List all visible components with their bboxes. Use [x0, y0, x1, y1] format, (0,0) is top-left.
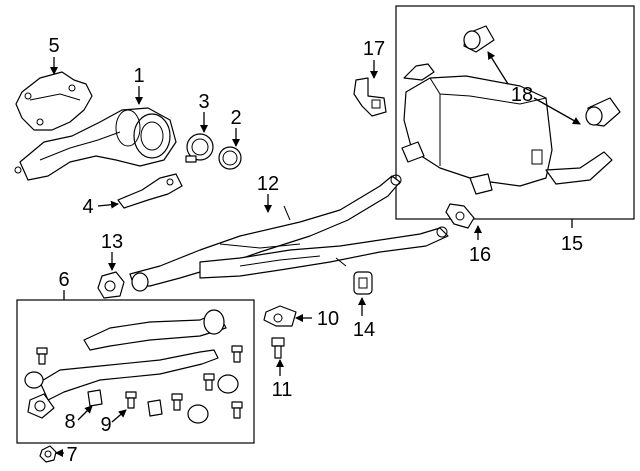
- callout-2: 2: [230, 107, 241, 129]
- callout-4: 4: [82, 196, 93, 218]
- callout-5: 5: [48, 35, 59, 57]
- bracket-part-17: [353, 77, 387, 117]
- kit-bolt: [231, 401, 243, 419]
- muffler-assembly-box: [395, 5, 635, 220]
- callout-16: 16: [469, 244, 491, 266]
- gasket-part-2: [218, 146, 242, 170]
- flange-gasket-part-13: [97, 271, 125, 299]
- callout-8: 8: [64, 411, 75, 433]
- leader-lines: [50, 51, 581, 457]
- callout-13: 13: [101, 231, 123, 253]
- callout-11: 11: [272, 379, 293, 401]
- kit-ring-clamp: [24, 371, 44, 389]
- callout-9: 9: [100, 414, 111, 436]
- exhaust-tip-part-top: [463, 25, 495, 53]
- heat-shield-part: [15, 71, 93, 131]
- callout-17: 17: [363, 38, 385, 60]
- kit-ring-clamp: [187, 404, 209, 424]
- bracket-part: [117, 173, 183, 209]
- y-pipe-part: [129, 174, 449, 292]
- clamp-part: [185, 133, 214, 163]
- callout-6: 6: [58, 269, 69, 291]
- callout-10: 10: [317, 308, 339, 330]
- kit-bolt: [125, 391, 137, 409]
- kit-bolt: [171, 393, 183, 411]
- muffler-part: [401, 63, 613, 195]
- front-pipe-kit-parts: [24, 309, 243, 424]
- gasket-part-16: [445, 203, 475, 229]
- nut-part-7: [39, 445, 57, 463]
- hanger-part-14: [353, 271, 373, 295]
- exhaust-tip-part-right: [585, 97, 621, 127]
- kit-ring-clamp: [217, 374, 239, 394]
- front-pipe-kit-box: [16, 299, 255, 444]
- kit-bolt: [36, 347, 48, 365]
- callout-15: 15: [561, 233, 583, 255]
- callout-14: 14: [353, 319, 375, 341]
- callout-3: 3: [198, 91, 209, 113]
- callout-7: 7: [66, 444, 77, 466]
- callout-1: 1: [133, 65, 144, 87]
- catalytic-converter-part: [14, 107, 177, 181]
- bolt-part-11: [271, 337, 285, 359]
- callout-18: 18: [511, 84, 533, 106]
- kit-bolt: [203, 373, 215, 391]
- kit-u-clamp: [87, 389, 103, 407]
- callout-12: 12: [257, 173, 279, 195]
- kit-u-clamp: [147, 399, 163, 417]
- hanger-clip-part-10: [263, 305, 297, 327]
- kit-bolt: [231, 345, 243, 363]
